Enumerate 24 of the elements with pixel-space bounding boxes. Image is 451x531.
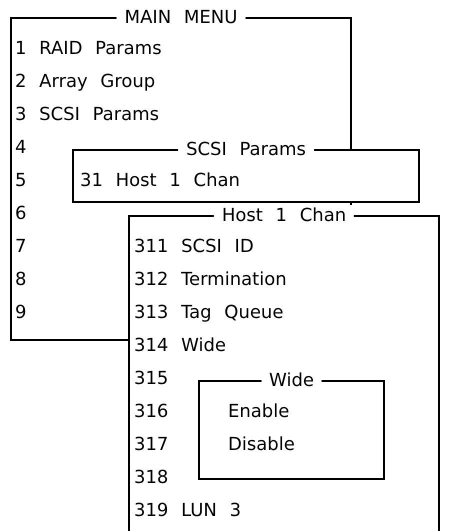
menu-item: 318	[134, 467, 168, 489]
menu-item: 4	[15, 137, 26, 159]
menu-item: Disable	[228, 434, 295, 456]
menu-item: 9	[15, 302, 26, 324]
menu-item: Enable	[228, 401, 290, 423]
menu-window	[128, 205, 440, 531]
menu-item: 7	[15, 236, 26, 258]
menu-item: 8	[15, 269, 26, 291]
menu-item: 2 Array Group	[15, 71, 156, 93]
menu-item: 319 LUN 3	[134, 500, 242, 522]
menu-item: 313 Tag Queue	[134, 302, 284, 324]
menu-window	[198, 370, 385, 480]
menu-item: 6	[15, 203, 26, 225]
menu-item: 3 SCSI Params	[15, 104, 160, 126]
menu-item: 317	[134, 434, 168, 456]
menu-item: 31 Host 1 Chan	[80, 170, 240, 192]
menu-item: 314 Wide	[134, 335, 226, 357]
menu-item: 5	[15, 170, 26, 192]
menu-item: 315	[134, 368, 168, 390]
menu-item: 312 Termination	[134, 269, 287, 291]
menu-window	[72, 139, 420, 203]
menu-item: 311 SCSI ID	[134, 236, 254, 258]
menu-item: 316	[134, 401, 168, 423]
menu-item: 1 RAID Params	[15, 38, 162, 60]
